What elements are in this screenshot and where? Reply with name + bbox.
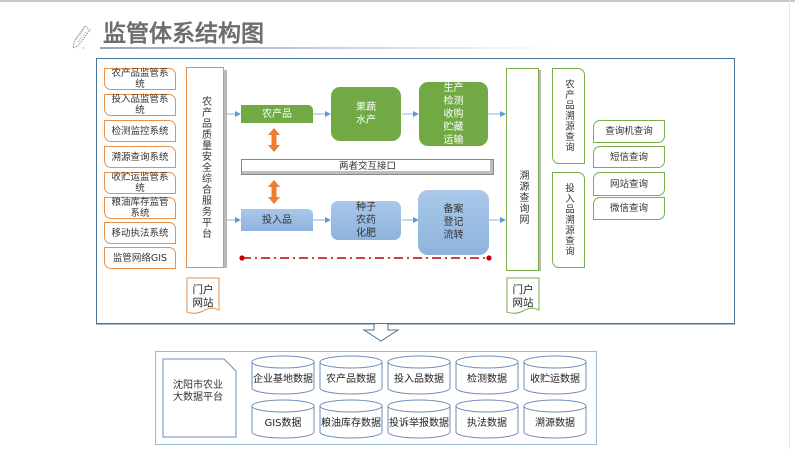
database-icon	[455, 399, 519, 439]
database-icon	[319, 399, 383, 439]
query-website: 网站查询	[593, 172, 665, 196]
database-label: 执法数据	[467, 418, 507, 429]
database-icon	[523, 399, 587, 439]
fruit-veg-label: 果蔬水产	[356, 102, 376, 126]
database-cylinder: 执法数据	[455, 399, 519, 439]
portal-right-label: 门户网站	[512, 284, 534, 309]
fruit-veg-node: 果蔬水产	[331, 87, 401, 141]
database-icon	[251, 355, 315, 395]
interaction-interface: 两者交互接口	[241, 159, 494, 175]
document-shape	[162, 358, 237, 438]
service-platform-label: 农产品质量安全综合服务平台	[199, 96, 211, 239]
city-platform: 沈阳市农业大数据平台	[162, 358, 237, 438]
product-trace-box: 农产品溯源查询	[552, 68, 585, 164]
database-cylinder: 溯源数据	[523, 399, 587, 439]
red-dot-left	[239, 255, 245, 261]
database-label: 投诉举报数据	[389, 418, 449, 429]
database-label: 企业基地数据	[253, 374, 313, 385]
database-icon	[523, 355, 587, 395]
title-underline	[100, 47, 560, 49]
database-label: GIS数据	[264, 418, 302, 429]
system-box: 移动执法系统	[104, 222, 176, 244]
seed-pesticide-label: 种子农药化肥	[356, 202, 376, 239]
query-sms: 短信查询	[593, 146, 665, 168]
database-cylinder: 企业基地数据	[251, 355, 315, 395]
database-cylinder: 收贮运数据	[523, 355, 587, 395]
database-label: 投入品数据	[394, 374, 444, 385]
query-kiosk: 查询机查询	[593, 120, 665, 143]
production-node: 生产检测收购贮藏运输	[419, 82, 488, 146]
trace-net-shadow	[537, 70, 541, 271]
database-label: 粮油库存数据	[321, 418, 381, 429]
database-cylinder: 农产品数据	[319, 355, 383, 395]
database-icon	[251, 399, 315, 439]
portal-left-label: 门户网站	[192, 284, 214, 309]
database-label: 农产品数据	[326, 374, 376, 385]
service-platform: 农产品质量安全综合服务平台	[186, 67, 224, 268]
database-icon	[455, 355, 519, 395]
query-wechat: 微信查询	[593, 197, 665, 220]
document-shape	[186, 277, 220, 314]
seed-pesticide-node: 种子农药化肥	[331, 201, 401, 240]
production-label: 生产检测收购贮藏运输	[443, 82, 464, 146]
system-box: 检测监控系统	[104, 120, 176, 142]
trace-query-net-label: 溯源查询网	[517, 169, 528, 225]
pencil-icon	[72, 25, 91, 49]
database-label: 检测数据	[467, 374, 507, 385]
top-border	[0, 0, 795, 2]
database-label: 收贮运数据	[530, 374, 580, 385]
database-cylinder: 检测数据	[455, 355, 519, 395]
big-data-frame	[155, 351, 597, 445]
trace-query-net: 溯源查询网	[506, 68, 539, 271]
system-box: 农产品监管系统	[104, 68, 176, 90]
product-node: 农产品	[241, 105, 313, 123]
system-box: 溯源查询系统	[104, 146, 176, 168]
portal-right: 门户网站	[506, 277, 540, 315]
document-shape	[506, 277, 540, 314]
database-cylinder: 投入品数据	[387, 355, 451, 395]
database-icon	[319, 355, 383, 395]
system-box: 收贮运监管系统	[104, 172, 176, 194]
database-icon	[387, 355, 451, 395]
database-cylinder: GIS数据	[251, 399, 315, 439]
input-trace-label: 投入品溯源查询	[563, 183, 574, 257]
system-box: 投入品监管系统	[104, 94, 176, 116]
red-dot-right	[486, 255, 492, 261]
input-node: 投入品	[241, 209, 313, 231]
portal-left: 门户网站	[186, 277, 220, 315]
page-title: 监管体系结构图	[103, 21, 264, 47]
database-cylinder: 投诉举报数据	[387, 399, 451, 439]
system-box: 粮油库存监管系统	[104, 197, 176, 219]
registration-label: 备案登记流转	[443, 204, 464, 241]
registration-node: 备案登记流转	[418, 190, 489, 255]
right-border	[789, 0, 790, 449]
city-platform-label: 沈阳市农业大数据平台	[173, 380, 223, 403]
database-cylinder: 粮油库存数据	[319, 399, 383, 439]
input-trace-box: 投入品溯源查询	[552, 172, 585, 268]
down-arrow-icon	[96, 323, 735, 342]
platform-shadow	[222, 70, 227, 268]
product-trace-label: 农产品溯源查询	[563, 79, 574, 153]
database-label: 溯源数据	[535, 418, 575, 429]
database-icon	[387, 399, 451, 439]
system-box: 监管网络GIS	[104, 247, 176, 269]
double-arrow-icon	[268, 128, 280, 204]
